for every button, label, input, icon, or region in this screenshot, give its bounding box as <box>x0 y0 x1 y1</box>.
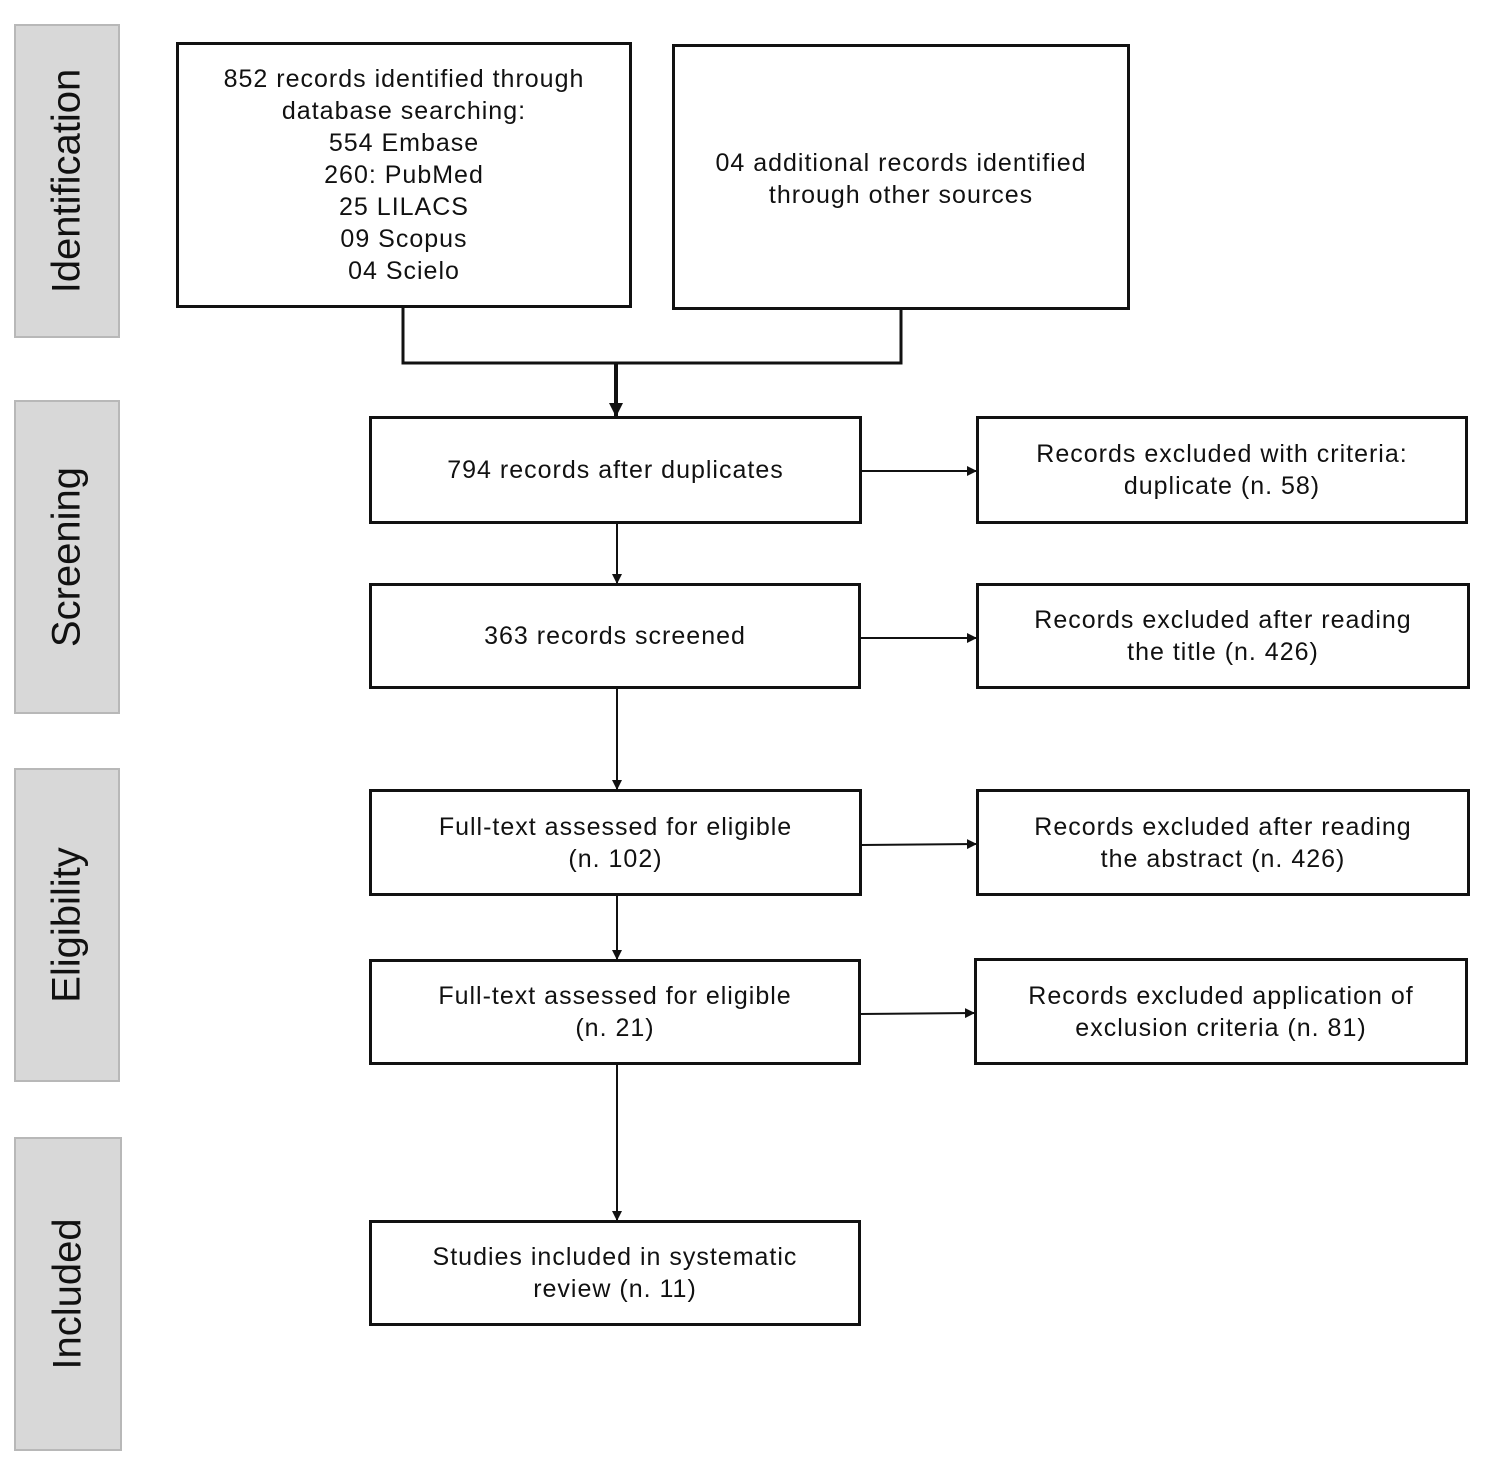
arrow-to-excluded-criteria <box>858 1008 975 1019</box>
phase-screening: Screening <box>14 400 120 714</box>
excluded-criteria-box: Records excluded application of exclusio… <box>974 958 1468 1065</box>
arrow-to-excluded-abstract <box>860 839 977 850</box>
included-studies-box: Studies included in systematic review (n… <box>369 1220 861 1326</box>
excluded-duplicate-box: Records excluded with criteria: duplicat… <box>976 416 1468 524</box>
excluded-duplicate-text: Records excluded with criteria: duplicat… <box>1036 440 1408 500</box>
phase-identification: Identification <box>14 24 120 338</box>
fulltext-21-text: Full-text assessed for eligible (n. 21) <box>438 982 792 1042</box>
phase-included: Included <box>14 1137 122 1451</box>
screened-box: 363 records screened <box>369 583 861 689</box>
excluded-abstract-text: Records excluded after reading the abstr… <box>1034 812 1412 873</box>
phase-included-label: Included <box>45 1218 90 1370</box>
excluded-title-box: Records excluded after reading the title… <box>976 583 1470 689</box>
excluded-title-text: Records excluded after reading the title… <box>1034 606 1412 666</box>
other-sources-box: 04 additional records identified through… <box>672 44 1130 310</box>
after-duplicates-box: 794 records after duplicates <box>369 416 862 524</box>
screened-text: 363 records screened <box>484 622 746 650</box>
database-records-text: 852 records identified through database … <box>223 65 585 285</box>
merge-connector <box>401 308 903 365</box>
phase-screening-label: Screening <box>44 466 89 648</box>
fulltext-102-text: Full-text assessed for eligible (n. 102) <box>438 812 793 873</box>
included-studies-text: Studies included in systematic review (n… <box>432 1243 798 1303</box>
database-records-box: 852 records identified through database … <box>176 42 632 308</box>
other-sources-text: 04 additional records identified through… <box>715 149 1087 209</box>
fulltext-102-box: Full-text assessed for eligible (n. 102) <box>369 789 862 896</box>
excluded-abstract-box: Records excluded after reading the abstr… <box>976 789 1470 896</box>
phase-eligibility: Eligibility <box>14 768 120 1082</box>
phase-eligibility-label: Eligibility <box>44 847 89 1003</box>
fulltext-21-box: Full-text assessed for eligible (n. 21) <box>369 959 861 1065</box>
excluded-criteria-text: Records excluded application of exclusio… <box>1028 981 1414 1042</box>
phase-identification-label: Identification <box>44 68 89 294</box>
after-duplicates-text: 794 records after duplicates <box>447 456 784 484</box>
